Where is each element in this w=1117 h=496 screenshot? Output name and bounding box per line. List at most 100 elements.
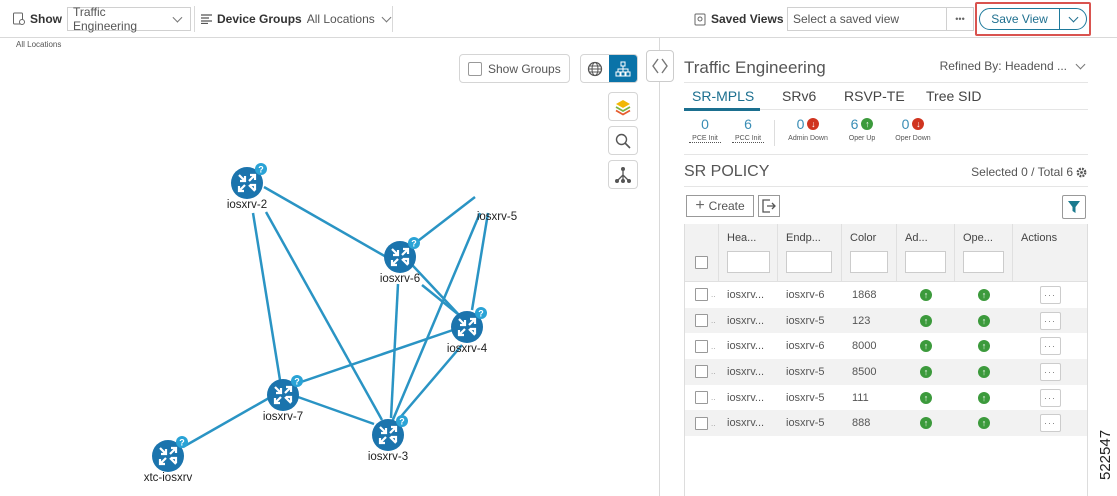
save-view-dropdown[interactable] [1060,9,1086,29]
row-actions-button[interactable]: ··· [1039,414,1061,433]
active-tab-indicator [684,108,760,111]
endpoint-filter-input[interactable] [786,251,832,273]
show-groups-toggle[interactable]: Show Groups [459,54,570,83]
topology-view-button[interactable] [609,55,637,82]
tab-sr-mpls[interactable]: SR-MPLS [692,88,755,104]
stat-pcc-init[interactable]: 6 PCC Init [732,116,764,143]
search-map-button[interactable] [608,126,638,155]
topology-node[interactable]: ? iosxrv-7 [253,373,313,423]
selection-count-text: Selected 0 / Total 6 [971,165,1073,179]
oper-filter-input[interactable] [963,251,1004,273]
show-groups-checkbox[interactable] [468,61,482,76]
divider [392,6,393,32]
topology-map[interactable] [0,38,660,496]
headend-cell: iosxrv... [727,340,765,353]
select-all-checkbox[interactable] [695,256,708,269]
column-label: Ope... [963,232,993,244]
row-checkbox[interactable] [695,391,708,405]
more-options-button[interactable]: ••• [946,7,974,31]
top-toolbar: Show Traffic Engineering Device Groups A… [0,0,1117,38]
admin-filter-input[interactable] [905,251,946,273]
collapse-panel-button[interactable] [646,50,674,82]
row-select-cell: .. [685,416,719,430]
sr-policy-title: SR POLICY [684,163,770,180]
topology-node[interactable]: ? iosxrv-3 [358,413,418,463]
headend-filter-input[interactable] [727,251,770,273]
stat-admin-down[interactable]: 0↓ Admin Down [782,116,834,142]
arrow-down-icon: ↓ [807,118,820,130]
saved-view-select[interactable]: Select a saved view [787,7,947,31]
tab-tree-sid[interactable]: Tree SID [926,88,982,104]
table-actions: + Create [684,195,1088,219]
admin-state-cell: ↑ [897,314,955,327]
row-actions-button[interactable]: ··· [1039,388,1061,407]
tab-rsvp-te[interactable]: RSVP-TE [844,88,905,104]
headend-cell: iosxrv... [727,314,765,327]
endpoint-cell: iosxrv-5 [786,391,825,404]
node-label: iosxrv-6 [379,273,421,285]
stat-oper-up[interactable]: 6↑ Oper Up [844,116,880,142]
topology-node[interactable]: ? xtc-iosxrv [138,434,198,484]
oper-state-cell: ↑ [955,391,1013,404]
headend-cell: iosxrv... [727,391,765,404]
column-endpoint[interactable]: Endp... [778,224,842,281]
show-select-value: Traffic Engineering [73,5,138,33]
create-button[interactable]: + Create [686,195,754,217]
color-cell: 111 [852,391,869,404]
row-actions-button[interactable]: ··· [1039,311,1061,330]
column-admin-state[interactable]: Ad... [897,224,955,281]
filter-button[interactable] [1062,195,1086,219]
arrow-up-icon: ↑ [861,118,874,130]
device-groups-control[interactable]: Device Groups All Locations [201,7,394,31]
gear-icon[interactable] [1075,166,1088,179]
show-select[interactable]: Traffic Engineering [67,5,191,33]
save-view-split-button: Save View [979,8,1087,30]
stat-caption: PCE Init [689,135,721,143]
column-headend[interactable]: Hea... [719,224,778,281]
chevron-down-icon [1068,12,1078,23]
geo-view-button[interactable] [581,55,609,82]
refined-by-dropdown[interactable]: Refined By: Headend ... [940,59,1088,73]
chevron-down-icon [172,12,183,22]
stat-pce-init[interactable]: 0 PCE Init [689,116,721,143]
stat-value: 0 [701,116,709,132]
divider [774,120,775,146]
save-view-button[interactable]: Save View [980,9,1060,29]
figure-number: 522547 [1097,429,1114,480]
saved-views-label: Saved Views [711,12,784,26]
topology-node[interactable]: ? iosxrv-2 [217,161,277,211]
selection-count: Selected 0 / Total 6 [971,165,1088,179]
stat-oper-down[interactable]: 0↓ Oper Down [890,116,936,142]
row-checkbox[interactable] [695,339,708,353]
tab-srv6[interactable]: SRv6 [782,88,817,104]
layout-button[interactable] [608,160,638,189]
topology-node[interactable]: ? iosxrv-4 [437,305,497,355]
topology-node[interactable]: ? iosxrv-5 [467,173,527,223]
row-checkbox[interactable] [695,288,708,302]
row-actions-button[interactable]: ··· [1039,285,1061,304]
layers-button[interactable] [608,92,638,121]
actions-cell: ··· [1013,388,1087,407]
export-button[interactable] [758,195,780,217]
actions-cell: ··· [1013,285,1087,304]
oper-state-cell: ↑ [955,417,1013,430]
row-actions-button[interactable]: ··· [1039,362,1061,381]
chevron-down-icon [381,12,392,22]
row-actions-button[interactable]: ··· [1039,337,1061,356]
router-icon: ? [372,415,408,451]
row-checkbox[interactable] [695,365,708,379]
column-color[interactable]: Color [842,224,897,281]
row-checkbox[interactable] [695,314,708,328]
color-filter-input[interactable] [850,251,888,273]
node-label: iosxrv-3 [367,451,409,463]
topology-node[interactable]: ? iosxrv-6 [370,235,430,285]
row-checkbox[interactable] [695,416,708,430]
column-oper-state[interactable]: Ope... [955,224,1013,281]
export-icon [762,199,776,213]
